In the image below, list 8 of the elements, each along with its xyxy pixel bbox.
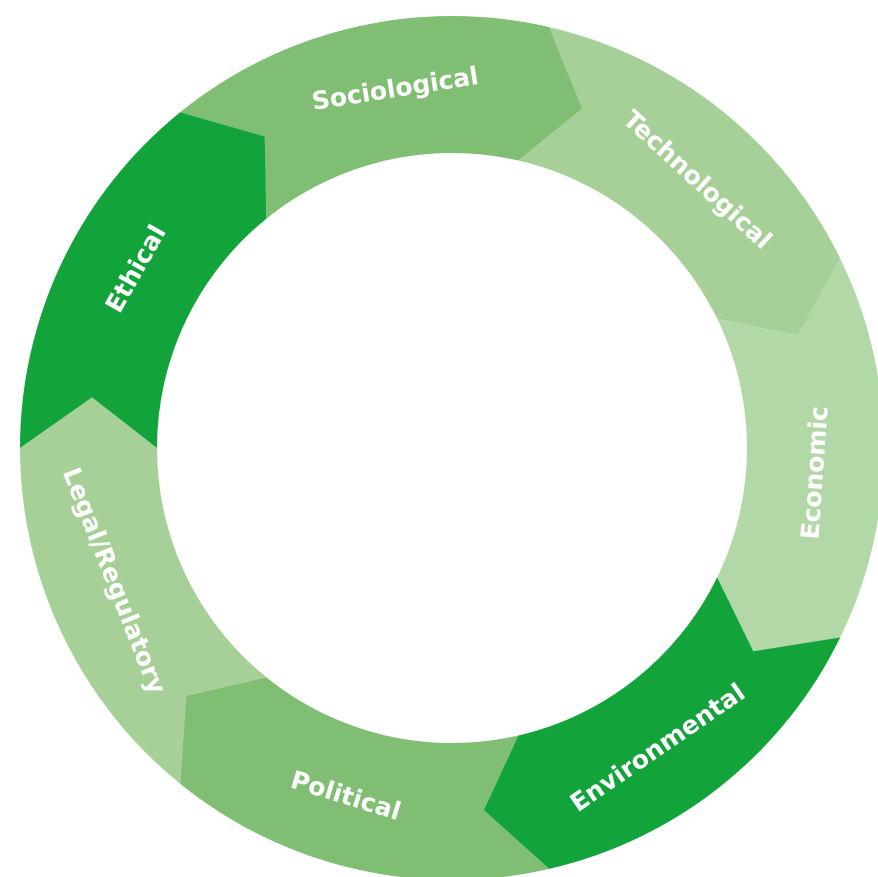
arrow-segment — [20, 397, 266, 784]
arrow-segment — [717, 258, 878, 652]
segment-label: Economic — [796, 406, 834, 541]
arrow-segment — [180, 16, 582, 219]
arrow-segment — [20, 112, 266, 448]
arrow-segment — [518, 27, 840, 336]
arrow-segment — [180, 677, 550, 877]
arrow-segment — [484, 577, 840, 869]
